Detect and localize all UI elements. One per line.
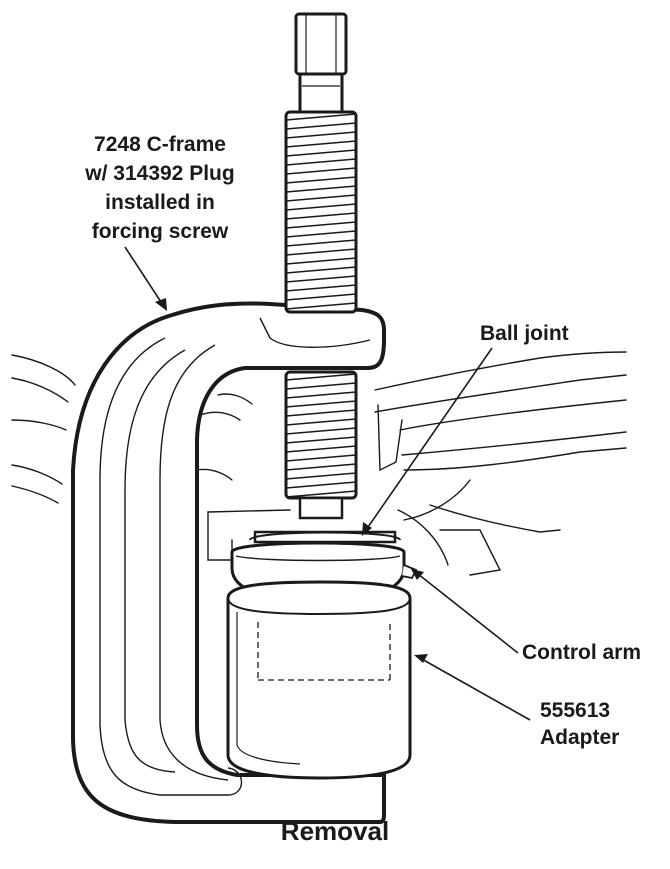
adapter-label-line-2: Adapter	[540, 726, 620, 749]
arrow-c-frame	[155, 298, 167, 311]
leader-control-arm	[417, 573, 519, 654]
c-frame-label-line-3: installed in	[105, 191, 215, 214]
c-frame-label-line-1: 7248 C-frame	[94, 133, 226, 156]
arrow-control-arm	[411, 569, 424, 580]
leader-arrowheads	[155, 298, 428, 663]
suspension-background	[11, 351, 627, 576]
c-frame-label: 7248 C-frame w/ 314392 Plug installed in…	[45, 130, 275, 246]
adapter-cup	[226, 580, 412, 780]
adapter-label-line-1: 555613	[540, 699, 611, 722]
leader-ball-joint	[365, 347, 493, 531]
arrow-adapter	[414, 654, 428, 663]
adapter-label: 555613 Adapter	[540, 697, 619, 751]
control-arm-label: Control arm	[522, 641, 642, 664]
arrow-ball-joint	[362, 522, 372, 536]
forcing-screw	[284, 12, 358, 520]
screw-threads-upper	[285, 113, 357, 310]
figure-caption: Removal	[280, 816, 390, 846]
ball-joint-label: Ball joint	[480, 322, 569, 345]
c-frame-label-line-4: forcing screw	[91, 220, 229, 243]
leader-adapter	[419, 657, 531, 721]
screw-threads-lower	[285, 373, 357, 498]
leader-lines	[124, 246, 531, 721]
c-frame-label-line-2: w/ 314392 Plug	[85, 162, 235, 185]
c-frame	[71, 301, 386, 824]
leader-c-frame	[124, 246, 164, 306]
